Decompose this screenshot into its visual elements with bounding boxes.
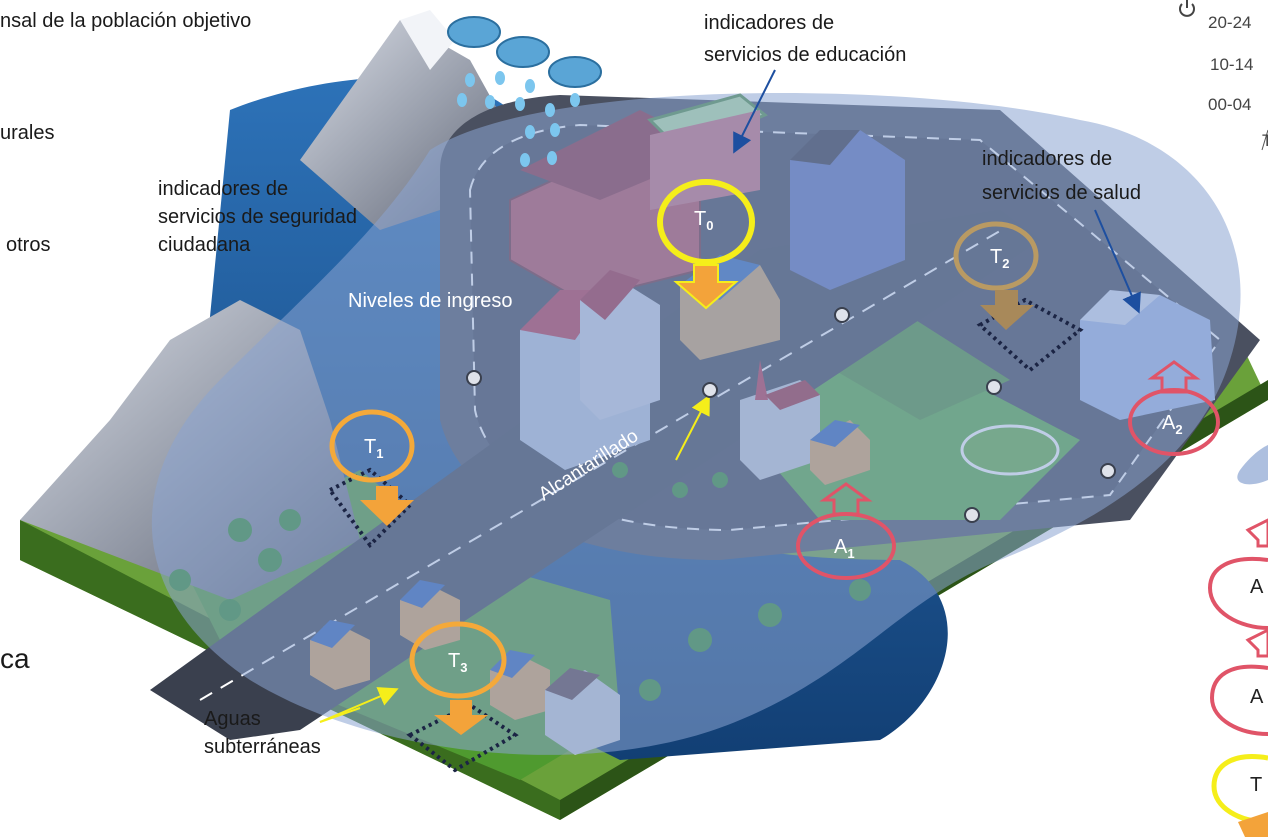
marker-T1 xyxy=(329,409,415,526)
age-10-14: 10-14 xyxy=(1210,55,1254,74)
marker-A1 xyxy=(796,482,896,580)
seguridad-line3: ciudadana xyxy=(158,234,251,256)
left-fragment-otros: otros xyxy=(6,234,51,256)
marker-T2 xyxy=(953,221,1039,330)
educacion-line1: indicadores de xyxy=(704,12,835,34)
label-T3: T3 xyxy=(448,650,468,675)
label-T1: T1 xyxy=(364,436,384,461)
age-00-04: 00-04 xyxy=(1208,95,1252,114)
legend-T: T xyxy=(1250,774,1263,796)
left-fragment-urales: urales xyxy=(0,122,55,144)
label-A1: A1 xyxy=(834,536,855,561)
legend xyxy=(1207,518,1268,837)
salud-line1: indicadores de xyxy=(982,148,1113,170)
ingreso-label: Niveles de ingreso xyxy=(348,290,513,312)
label-T2: T2 xyxy=(990,246,1010,271)
legend-A-2: A xyxy=(1250,686,1264,708)
marker-T3 xyxy=(409,621,507,735)
seguridad-line1: indicadores de xyxy=(158,178,289,200)
power-icon xyxy=(1179,0,1195,17)
rain-cloud-icon xyxy=(447,16,602,167)
educacion-line2: servicios de educación xyxy=(704,44,907,66)
aguas-line2: subterráneas xyxy=(204,736,321,758)
aguas-line1: Aguas xyxy=(204,708,261,730)
manholes xyxy=(466,307,1116,523)
marker-T0 xyxy=(657,179,755,310)
left-fragment-ca: ca xyxy=(0,643,30,674)
label-T0: T0 xyxy=(694,208,714,233)
age-scale-fragment: T xyxy=(1262,131,1268,150)
top-left-fragment: nsal de la población objetivo xyxy=(0,10,252,32)
seguridad-line2: servicios de seguridad xyxy=(158,206,357,228)
label-A2: A2 xyxy=(1162,412,1183,437)
marker-A2 xyxy=(1128,360,1220,456)
age-20-24: 20-24 xyxy=(1208,13,1252,32)
analysis-overlays xyxy=(151,92,1268,755)
salud-line2: servicios de salud xyxy=(982,182,1141,204)
pointer-arrows xyxy=(319,69,1141,723)
legend-A-1: A xyxy=(1250,576,1264,598)
